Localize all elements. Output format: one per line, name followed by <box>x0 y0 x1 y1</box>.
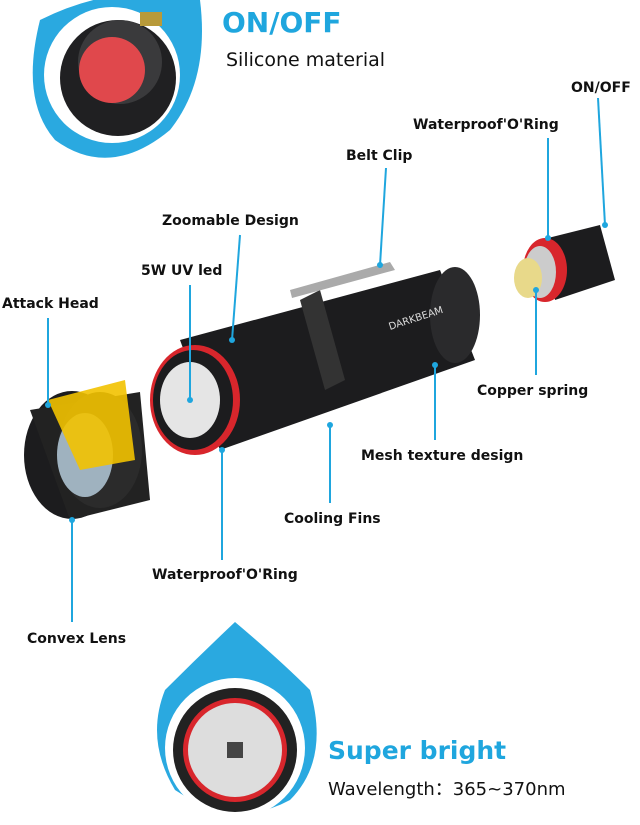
label-mesh-texture: Mesh texture design <box>361 448 524 464</box>
tail-cap-part <box>514 225 615 302</box>
belt-clip-icon <box>290 262 395 298</box>
bottom-callout-droplet <box>157 622 317 818</box>
leader-lines <box>47 97 606 622</box>
flashlight-body: DARKBEAM <box>150 262 480 455</box>
label-attack-head: Attack Head <box>2 296 99 312</box>
top-callout-droplet <box>32 0 202 158</box>
label-zoomable-design: Zoomable Design <box>162 213 299 229</box>
top-callout-title: ON/OFF <box>222 6 342 39</box>
label-on-off: ON/OFF <box>571 80 631 96</box>
power-button-icon <box>79 37 145 103</box>
attack-head-part <box>24 380 150 520</box>
label-waterproof-ring-top: Waterproof'O'Ring <box>413 117 559 133</box>
top-callout-subtitle: Silicone material <box>226 49 386 71</box>
label-copper-spring: Copper spring <box>477 383 589 399</box>
label-waterproof-ring-bottom: Waterproof'O'Ring <box>152 567 298 583</box>
label-belt-clip: Belt Clip <box>346 148 413 164</box>
uv-led-chip-icon <box>227 742 243 758</box>
bottom-callout-title: Super bright <box>328 736 507 765</box>
label-cooling-fins: Cooling Fins <box>284 511 381 527</box>
label-convex-lens: Convex Lens <box>27 631 127 647</box>
bottom-callout-subtitle: Wavelength：365~370nm <box>328 779 566 800</box>
label-uv-led: 5W UV led <box>141 263 223 279</box>
